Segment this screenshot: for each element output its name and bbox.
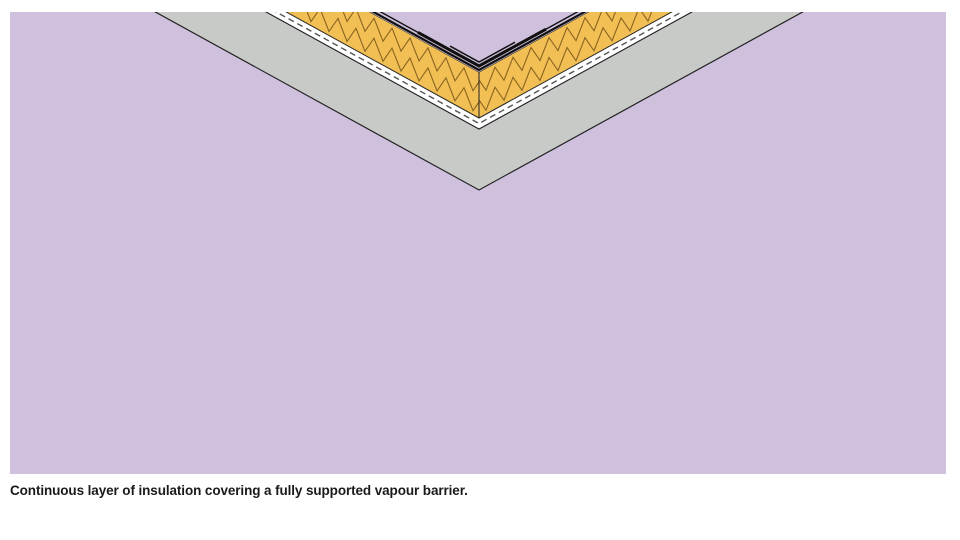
figure-caption: Continuous layer of insulation covering … — [10, 483, 468, 498]
insulation-left — [52, 12, 479, 118]
roof-ridge-illustration — [10, 12, 946, 474]
ridge-cap — [417, 27, 547, 68]
roof-section-diagram — [10, 12, 946, 474]
ridge-cap-strip — [417, 27, 547, 68]
insulation-layer — [52, 12, 903, 119]
insulation-right — [479, 12, 903, 119]
membrane-lower — [371, 12, 587, 72]
ridge-cap-top — [449, 41, 516, 63]
